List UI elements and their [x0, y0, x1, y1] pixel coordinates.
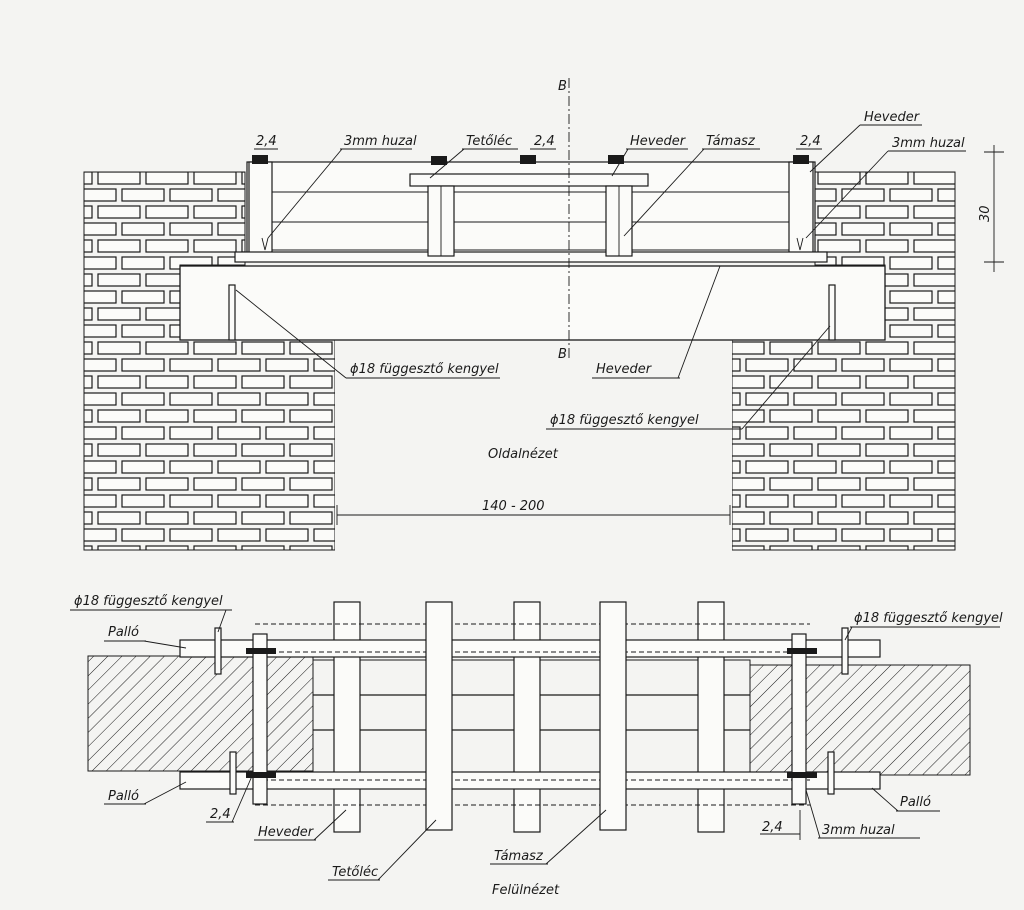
side-board-left [248, 161, 273, 258]
plan-hanger-3 [229, 751, 237, 795]
plan-prop-label: Támasz [494, 849, 544, 864]
plan-plank-label-bottom-left: Palló [108, 789, 139, 804]
plan-hanger-2 [841, 627, 849, 675]
side-view: B B 2,4 3mm huzal Tetőléc 2,4 Heveder Tá… [83, 78, 1004, 555]
batten-section-2 [431, 156, 447, 165]
top-view: ϕ18 függesztő kengyel ϕ18 függesztő keng… [70, 594, 1003, 898]
hanger-rod-left [228, 284, 236, 341]
lintel-label: Heveder [596, 362, 653, 377]
top-view-title: Felülnézet [492, 883, 560, 898]
plan-hanger-label-right: ϕ18 függesztő kengyel [854, 611, 1003, 626]
plan-batten-3 [697, 601, 725, 833]
wire-label-left: 3mm huzal [344, 134, 417, 149]
side-board-right [788, 161, 814, 258]
dim-label-left: 2,4 [256, 134, 277, 149]
plan-strap-left [252, 633, 268, 805]
wire-label-right: 3mm huzal [892, 136, 965, 151]
bottom-plank [234, 251, 828, 263]
hanger-label-left: ϕ18 függesztő kengyel [350, 362, 499, 377]
wall-section-right [749, 664, 971, 776]
batten-section-1 [252, 155, 268, 164]
wall-section-left [87, 655, 314, 772]
span-dim-label: 140 - 200 [482, 499, 545, 514]
dim-label-right: 2,4 [800, 134, 821, 149]
plan-batten-1 [333, 601, 361, 833]
strap-label-top: Heveder [630, 134, 687, 149]
plan-strap-label: Heveder [258, 825, 315, 840]
hanger-rod-right [828, 284, 836, 341]
plan-batten-label: Tetőléc [332, 865, 378, 880]
plank-bottom [179, 771, 881, 790]
plan-prop-2 [599, 601, 627, 831]
top-batten [409, 173, 649, 187]
plan-plank-label-top-left: Palló [108, 625, 139, 640]
prop-label: Támasz [706, 134, 756, 149]
section-mark-bottom: B [558, 347, 567, 362]
plan-batten-2 [513, 601, 541, 833]
side-view-title: Oldalnézet [488, 447, 559, 462]
plan-hanger-1 [214, 627, 222, 675]
plan-prop-1 [425, 601, 453, 831]
plan-wire-label: 3mm huzal [822, 823, 895, 838]
batten-section-4 [608, 155, 624, 164]
height-dim-label: 30 [978, 205, 993, 222]
plan-dim-label-right: 2,4 [762, 820, 783, 835]
batten-section-5 [793, 155, 809, 164]
plank-top [179, 639, 881, 658]
plan-strap-right [791, 633, 807, 805]
lintel-block [179, 265, 886, 341]
strap-label-top-right: Heveder [864, 110, 921, 125]
plan-hanger-label-left: ϕ18 függesztő kengyel [74, 594, 223, 609]
plan-hanger-4 [827, 751, 835, 795]
dim-label-mid: 2,4 [534, 134, 555, 149]
batten-section-3 [520, 155, 536, 164]
batten-label: Tetőléc [466, 134, 512, 149]
hanger-label-right: ϕ18 függesztő kengyel [550, 413, 699, 428]
plan-dim-label-left: 2,4 [210, 807, 231, 822]
wall-opening [335, 340, 732, 555]
section-mark-top: B [558, 79, 567, 94]
plan-plank-label-right: Palló [900, 795, 931, 810]
